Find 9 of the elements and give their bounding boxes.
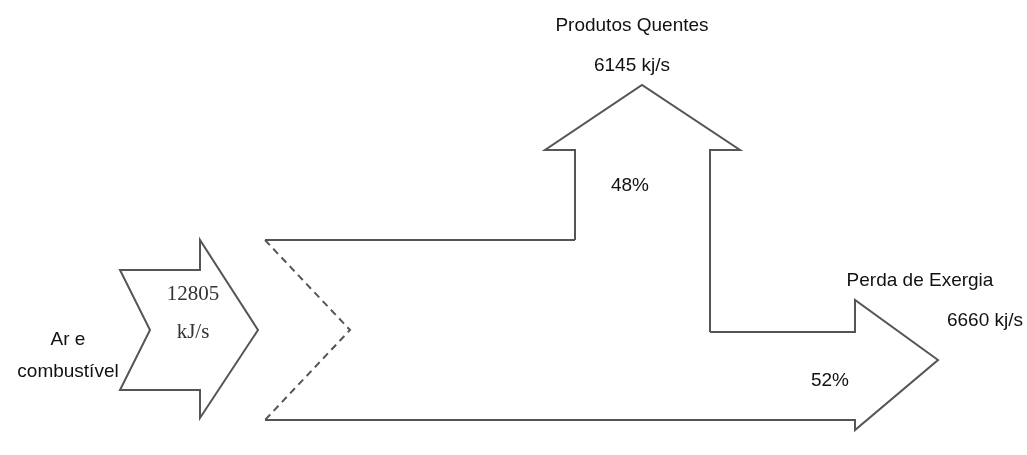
flow-label: Ar e combustível: [16, 327, 120, 383]
flow-band: [265, 240, 710, 420]
flow-label: 6660 kj/s: [947, 309, 1023, 331]
flow-label: 6145 kj/s: [594, 54, 670, 76]
flow-label: Perda de Exergia: [846, 269, 994, 291]
percentage-label: 52%: [811, 369, 849, 391]
flow-label: Produtos Quentes: [555, 14, 709, 36]
percentage-label: 48%: [611, 174, 649, 196]
flow-value: 12805 kJ/s: [165, 280, 221, 345]
